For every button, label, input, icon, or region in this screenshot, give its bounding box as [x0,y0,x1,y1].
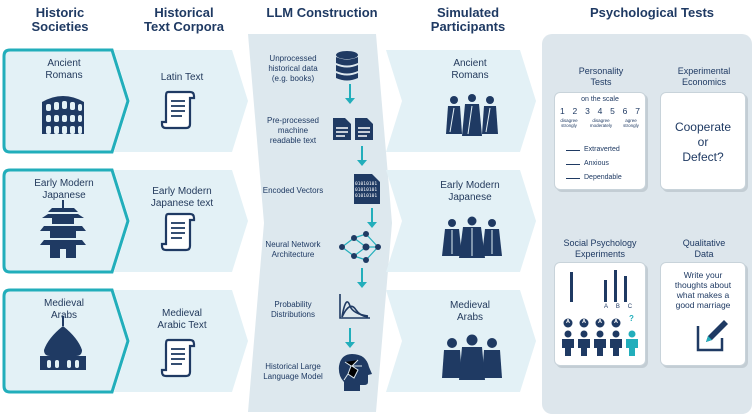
header-societies: Historic Societies [31,5,89,34]
participant-label-arabs: Medieval Arabs [449,300,491,323]
roman-figures-icon [446,94,498,136]
scroll-icon [160,90,196,130]
scale-number: 5 [610,106,615,116]
corpus-label-arabic: Medieval Arabic Text [157,308,207,331]
cooperate-or-defect-text: Cooperate or Defect? [674,120,732,164]
qualitative-prompt: Write your thoughts about what makes a g… [674,270,732,310]
personality-item: Extraverted [566,146,620,153]
header-participants: Simulated Participants [430,5,506,34]
participant-label-japanese: Early Modern Japanese [440,180,500,203]
documents-icon [333,118,373,140]
pencil-paper-icon [696,320,728,352]
item-label: Dependable [584,174,622,181]
llm-step-unprocessed: Unprocessed historical data (e.g. books) [268,54,318,83]
arrow-head [367,222,377,228]
scale-number: 2 [572,106,578,116]
scale-number: 7 [635,106,640,116]
corpus-label-japanese: Early Modern Japanese text [150,186,214,209]
line-length-bars [570,270,627,302]
bar-letter: B [615,304,620,310]
llm-step-probability: Probability Distributions [270,300,315,319]
scale-numbers: 1 2 3 4 5 6 7 [560,106,640,116]
anchor-disagree-strongly: disagree strongly [560,118,578,128]
item-label: Extraverted [584,146,620,153]
personality-title: Personality Tests [578,66,624,87]
header-llm: LLM Construction [266,5,378,20]
person-letter: A [598,319,602,325]
binary-file-icon [354,174,380,204]
bar-letters: A B C [600,304,636,310]
society-label-romans: Ancient Romans [45,58,83,81]
bar-letter: C [627,304,633,310]
llm-step-encoded: Encoded Vectors [262,186,324,195]
participant-label-romans: Ancient Romans [451,58,489,81]
arrow-head [345,98,355,104]
distribution-chart-icon [339,294,370,319]
item-label: Anxious [584,160,609,167]
anchor-disagree-moderately: disagree moderately [589,118,613,128]
japanese-figures-icon [442,216,502,258]
people-group-icon [562,318,638,356]
question-mark: ? [629,314,634,323]
binary-file-text: 01010101 01010101 01010101 [355,182,378,199]
colosseum-icon [42,96,84,134]
pagoda-icon [40,200,86,258]
arab-figures-icon [442,334,502,380]
anchor-agree-strongly: agree strongly [623,118,639,128]
bar-letter: A [603,304,608,310]
llm-step-neural: Neural Network Architecture [265,240,321,259]
llm-step-preprocessed: Pre-processed machine readable text [266,116,320,145]
database-icon [336,51,358,81]
scale-number: 3 [585,106,590,116]
down-arrow [371,208,373,222]
arrow-head [345,342,355,348]
person-letter: A [566,319,570,325]
personality-item: Anxious [566,160,609,167]
person-letter: A [582,319,586,325]
down-arrow [349,328,351,342]
economics-card [660,92,746,190]
scroll-icon [160,338,196,378]
scale-number: 1 [560,106,565,116]
header-corpora: Historical Text Corpora [144,5,224,34]
mosque-dome-icon [40,316,86,370]
neural-network-icon [339,231,381,263]
scale-number: 4 [597,106,603,116]
social-psych-title: Social Psychology Experiments [563,238,637,259]
economics-title: Experimental Economics [677,66,731,87]
personality-card [554,92,646,190]
corpus-label-latin: Latin Text [160,72,204,83]
scroll-icon [160,212,196,252]
llm-step-historical-llm: Historical Large Language Model [263,362,323,381]
arrow-head [357,282,367,288]
header-tests: Psychological Tests [589,5,715,20]
scale-label: on the scale [581,96,619,103]
arrow-head [357,160,367,166]
qualitative-title: Qualitative Data [682,238,726,259]
down-arrow [361,268,363,282]
society-label-japanese: Early Modern Japanese [34,178,94,201]
person-letter: A [614,319,618,325]
scale-number: 6 [622,106,628,116]
down-arrow [361,146,363,160]
down-arrow [349,84,351,98]
personality-item: Dependable [566,174,622,181]
ai-head-icon [338,354,372,391]
qualitative-card [660,262,746,366]
society-label-arabs: Medieval Arabs [43,298,85,321]
